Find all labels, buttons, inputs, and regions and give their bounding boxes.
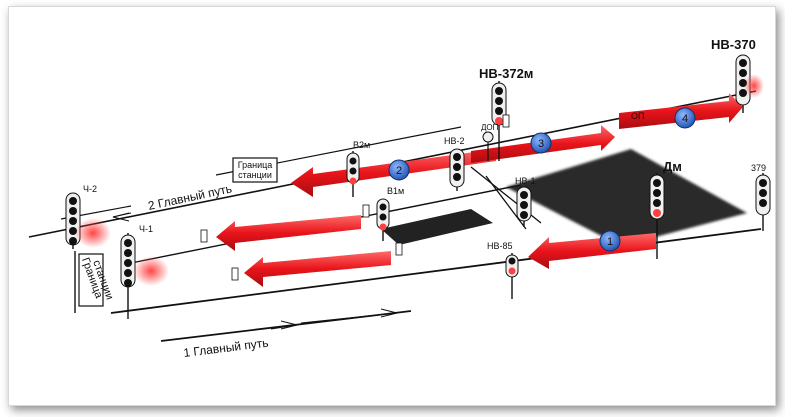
route-badge-3: 3 bbox=[530, 132, 552, 154]
platform-middle bbox=[381, 209, 493, 245]
route-badge-3-label: 3 bbox=[538, 138, 544, 150]
label-op: ОП bbox=[631, 111, 644, 121]
route-arrow-1 bbox=[528, 233, 656, 269]
switch-2 bbox=[485, 175, 527, 230]
signal-v2m bbox=[346, 151, 360, 197]
route-badge-2: 2 bbox=[388, 159, 410, 181]
label-dop: ДОП bbox=[481, 123, 499, 132]
signal-dm bbox=[649, 173, 665, 259]
station-track-scheme: 1 2 3 4 Граница станции Граница станции bbox=[28, 37, 771, 360]
route-badge-1: 1 bbox=[599, 230, 621, 252]
label-nv372m: НВ-372м bbox=[479, 66, 533, 81]
label-ch1: Ч-1 bbox=[139, 224, 153, 234]
boundary-sign-top: Граница станции bbox=[232, 157, 278, 183]
diagram-frame: 1 2 3 4 Граница станции Граница станции bbox=[8, 6, 776, 406]
track-markers bbox=[200, 114, 510, 281]
boundary-sign-left: Граница станции bbox=[74, 251, 116, 313]
route-badge-4: 4 bbox=[674, 107, 696, 129]
label-main-track-2: 2 Главный путь bbox=[147, 181, 233, 212]
label-nv2: НВ-2 bbox=[444, 136, 465, 146]
signal-379 bbox=[755, 173, 771, 231]
signal-ch1 bbox=[120, 233, 136, 319]
route-badges: 1 2 3 4 bbox=[388, 107, 696, 252]
signal-nv2 bbox=[449, 148, 465, 191]
boundary-top-line2: станции bbox=[238, 170, 272, 180]
label-nv1: НВ-1 bbox=[515, 176, 536, 186]
signal-v1m bbox=[376, 198, 390, 241]
signal-nv372m bbox=[491, 81, 507, 161]
label-379: 379 bbox=[751, 163, 766, 173]
red-glows bbox=[75, 74, 764, 286]
route-arrow-mid bbox=[216, 215, 361, 251]
route-badge-4-label: 4 bbox=[682, 113, 688, 125]
signal-nv1 bbox=[516, 186, 532, 227]
boundary-top-line1: Граница bbox=[238, 160, 273, 170]
route-badge-1-label: 1 bbox=[607, 236, 613, 248]
dop-indicator bbox=[482, 131, 494, 161]
label-ch2: Ч-2 bbox=[83, 184, 97, 194]
label-main-track-1: 1 Главный путь bbox=[183, 336, 269, 360]
label-dm: Дм bbox=[663, 159, 682, 174]
label-v2m: В2м bbox=[353, 140, 370, 150]
signals bbox=[65, 54, 771, 319]
platform-right bbox=[506, 149, 747, 246]
track-siding-b bbox=[110, 228, 762, 314]
label-nv85: НВ-85 bbox=[487, 241, 513, 251]
label-v1m: В1м bbox=[387, 186, 404, 196]
route-arrow-low bbox=[244, 251, 391, 287]
label-nv370: НВ-370 bbox=[711, 37, 756, 52]
direction-arrows bbox=[112, 212, 398, 330]
signal-nv85 bbox=[505, 253, 519, 299]
route-badge-2-label: 2 bbox=[396, 165, 402, 177]
